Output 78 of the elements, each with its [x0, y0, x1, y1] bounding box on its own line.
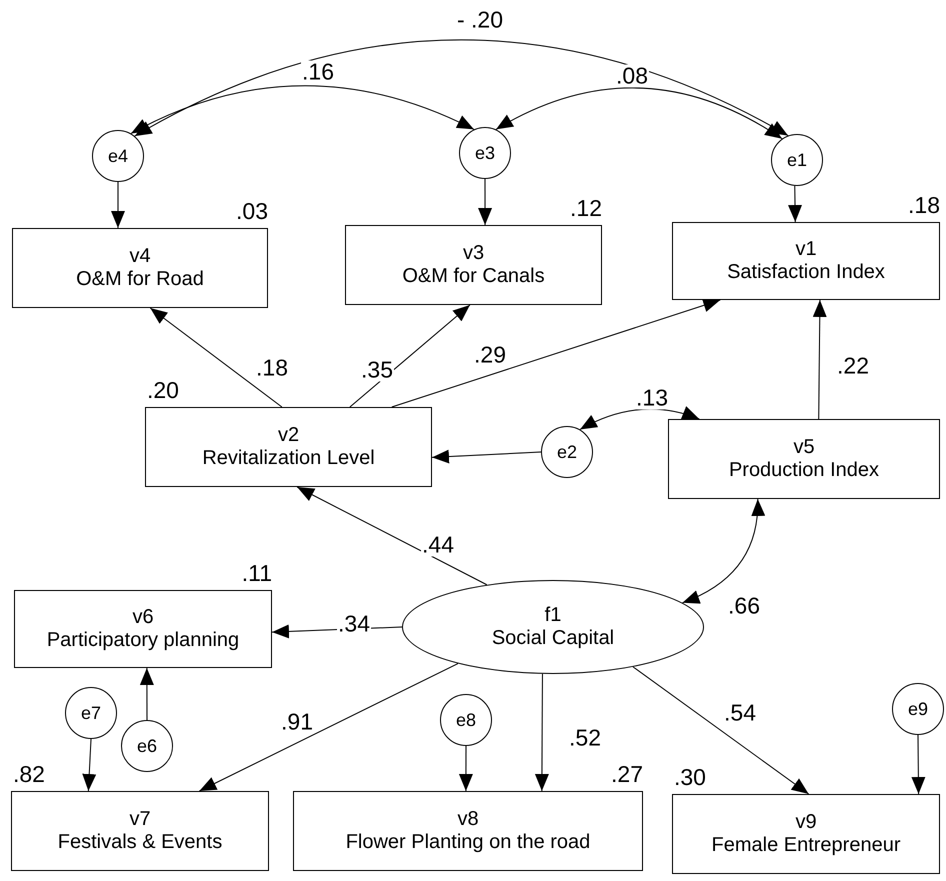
arrow [150, 308, 282, 408]
variable-label: e3 [474, 142, 496, 164]
arrow [432, 450, 542, 464]
variable-label: Female Entrepreneur [712, 834, 900, 857]
variable-label: Flower Planting on the road [346, 831, 590, 854]
variable-name: v8 [457, 808, 479, 831]
error-circle [440, 694, 492, 746]
variable-label: e9 [908, 698, 928, 720]
variable-box [145, 407, 432, 487]
variable-label: e1 [786, 150, 808, 170]
variable-box [11, 791, 269, 871]
variable-box [293, 791, 643, 871]
variable-box [672, 222, 940, 300]
arrow [134, 39, 789, 137]
arrow [632, 666, 810, 794]
arrow [111, 182, 125, 228]
variable-label: Production Index [728, 459, 880, 482]
variable-name: v3 [462, 242, 484, 265]
variable-box [672, 794, 940, 874]
variable-label: O&M for Canals [402, 265, 545, 288]
arrow [788, 185, 802, 222]
r-squared-value: .11 [240, 562, 272, 585]
error-circle [771, 134, 823, 186]
error-circle [541, 426, 593, 478]
arrow [140, 668, 154, 720]
error-circle [459, 127, 511, 179]
r-squared-value: .20 [147, 379, 179, 402]
variable-label: e4 [108, 146, 128, 166]
arrow [682, 498, 764, 604]
variable-box [12, 228, 268, 308]
variable-name: v7 [129, 808, 151, 831]
variable-label: O&M for Road [76, 268, 204, 291]
variable-name: v9 [795, 811, 817, 834]
variable-name: v6 [132, 606, 154, 629]
error-circle [892, 683, 944, 735]
variable-box [668, 419, 940, 499]
r-squared-value: .30 [674, 766, 706, 789]
error-circle [65, 687, 117, 739]
variable-name: f1 [544, 604, 562, 627]
arrow [478, 178, 492, 226]
r-squared-value: .12 [569, 197, 602, 220]
arrow [812, 300, 827, 420]
r-squared-value: .82 [13, 763, 45, 786]
variable-label: Participatory planning [46, 629, 240, 652]
edge-label: .35 [360, 358, 394, 382]
variable-label: e2 [556, 442, 578, 462]
variable-label: Festivals & Events [58, 831, 222, 854]
edge-label: .08 [615, 64, 649, 88]
variable-label: Satisfaction Index [727, 261, 885, 284]
variable-label: Revitalization Level [202, 447, 375, 470]
arrow [458, 746, 473, 792]
arrow [130, 85, 474, 134]
arrow [391, 298, 721, 408]
arrow [349, 304, 470, 408]
arrow [534, 673, 549, 792]
variable-name: v4 [129, 245, 151, 268]
variable-label: e6 [136, 736, 158, 756]
r-squared-value: .03 [235, 200, 268, 223]
arrow [198, 663, 458, 792]
arrow [580, 406, 700, 430]
variable-label: e8 [456, 710, 476, 730]
r-squared-value: .18 [907, 194, 940, 217]
variable-box [345, 225, 602, 305]
variable-box [14, 590, 272, 668]
error-circle [121, 720, 173, 772]
error-circle [92, 130, 144, 182]
arrow [911, 734, 926, 794]
variable-name: v2 [278, 424, 300, 447]
arrow [82, 738, 96, 792]
variable-name: v5 [793, 436, 815, 459]
edge-label: .13 [635, 386, 669, 410]
r-squared-value: .27 [610, 763, 643, 786]
variable-label: e7 [80, 702, 102, 724]
arrow [296, 486, 488, 586]
arrow [496, 88, 783, 140]
edge-label: .44 [421, 534, 455, 556]
variable-name: v1 [795, 238, 817, 261]
variable-label: Social Capital [492, 627, 614, 650]
